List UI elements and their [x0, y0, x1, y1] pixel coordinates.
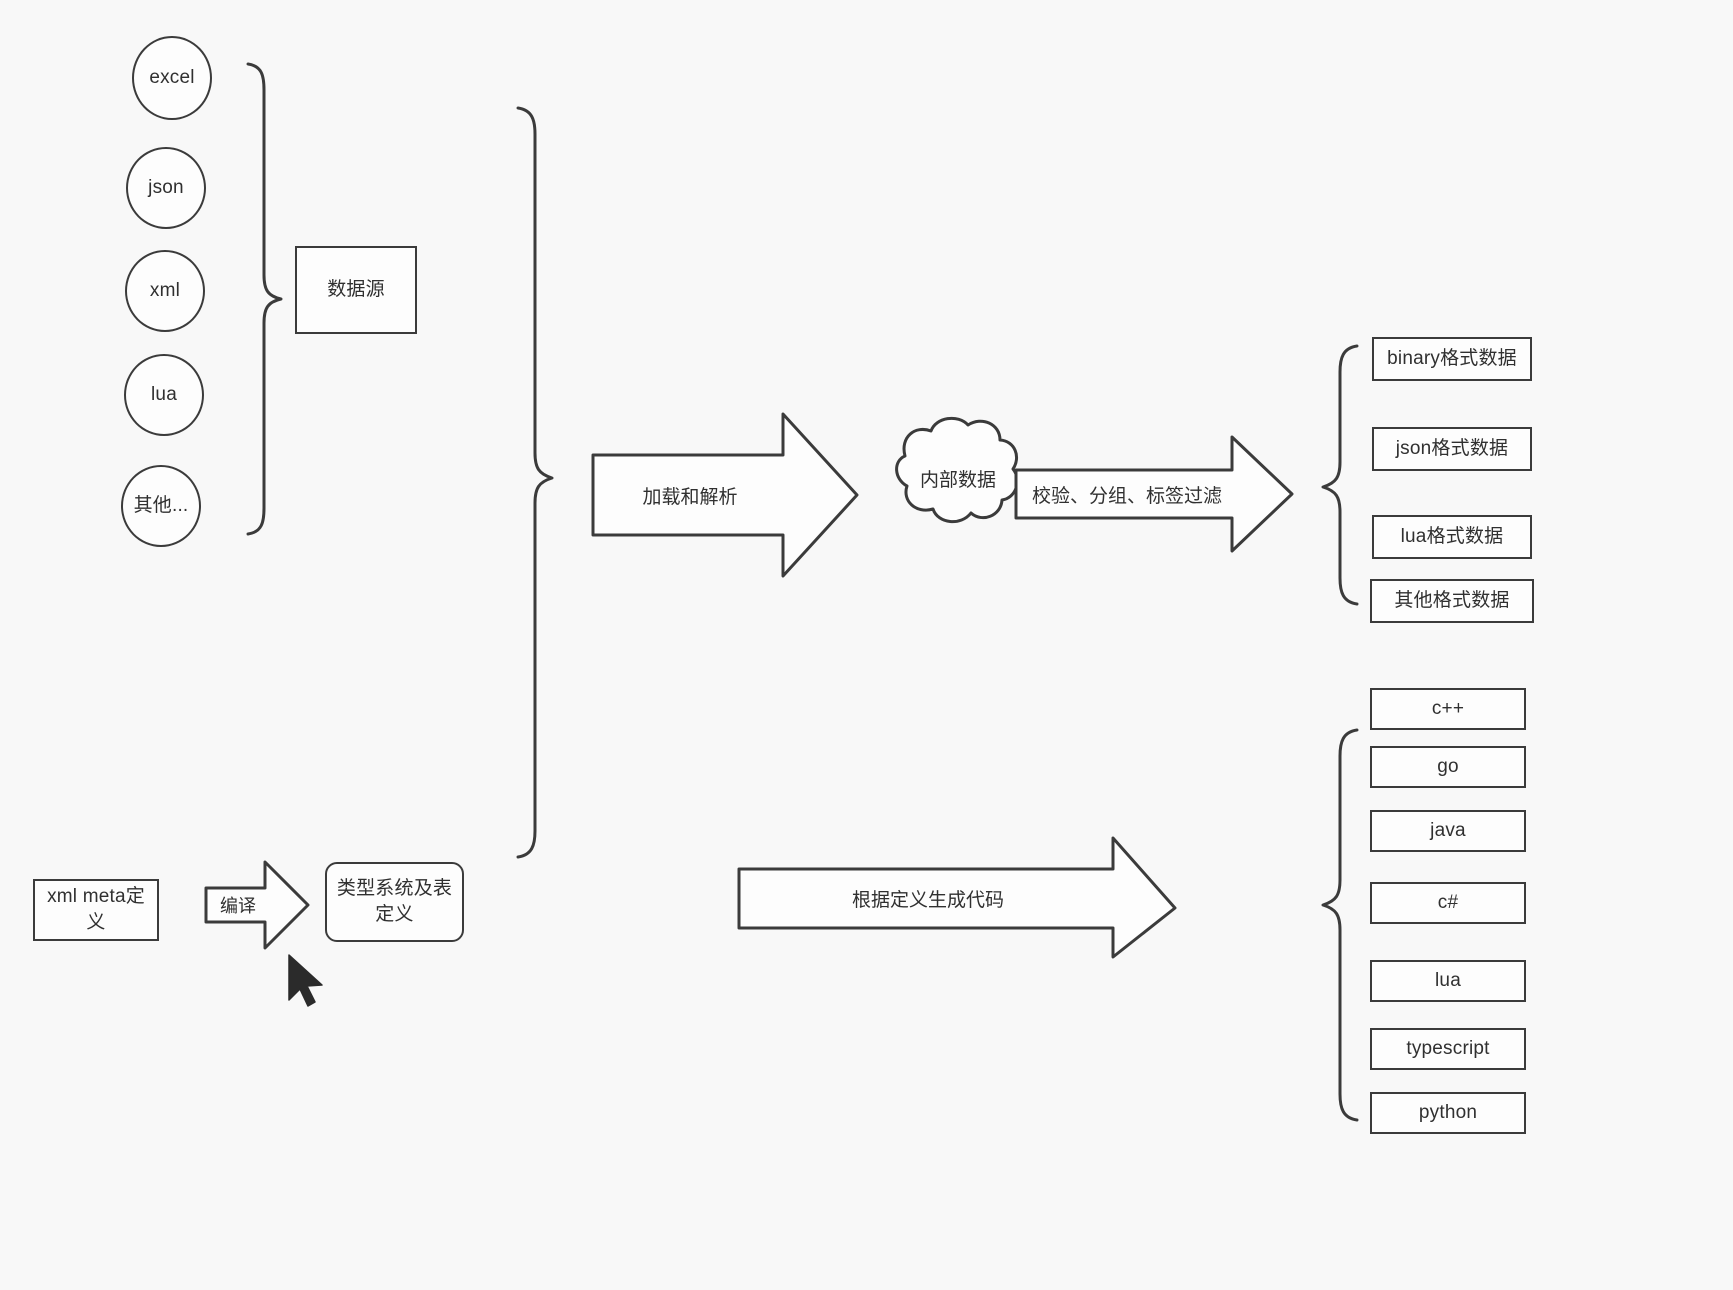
codegen-language-lua[interactable]: lua — [1370, 960, 1526, 1002]
data-source-other[interactable]: 其他... — [121, 465, 201, 547]
output-format-label: binary格式数据 — [1387, 348, 1517, 370]
arrow-text: 编译 — [220, 896, 256, 916]
codegen-language-java[interactable]: java — [1370, 810, 1526, 852]
codegen-language-label: typescript — [1406, 1038, 1490, 1060]
data-source-label: lua — [151, 384, 177, 406]
data-source-lua[interactable]: lua — [124, 354, 204, 436]
codegen-language-csharp[interactable]: c# — [1370, 882, 1526, 924]
arrow-text: 校验、分组、标签过滤 — [1031, 485, 1222, 507]
codegen-language-label: java — [1430, 820, 1466, 842]
codegen-language-label: lua — [1435, 970, 1461, 992]
cloud-internal-data — [895, 416, 1019, 523]
xml-meta-definition-box[interactable]: xml meta定义 — [33, 879, 159, 941]
load-parse-arrow-label: 加载和解析 — [600, 470, 780, 520]
generate-code-arrow-label: 根据定义生成代码 — [745, 872, 1111, 924]
output-format-binary[interactable]: binary格式数据 — [1372, 337, 1532, 381]
codegen-language-label: c++ — [1431, 698, 1465, 720]
arrow-text: 根据定义生成代码 — [851, 889, 1004, 911]
data-source-label: xml — [149, 280, 181, 302]
brace-output-formats — [1321, 344, 1359, 606]
output-format-lua[interactable]: lua格式数据 — [1372, 515, 1532, 559]
type-system-box[interactable]: 类型系统及表定义 — [325, 862, 464, 942]
data-source-group-label: 数据源 — [327, 279, 385, 301]
data-source-xml[interactable]: xml — [125, 250, 205, 332]
output-format-label: lua格式数据 — [1400, 526, 1504, 548]
brace-inputs-to-pipeline — [516, 106, 554, 859]
codegen-language-python[interactable]: python — [1370, 1092, 1526, 1134]
codegen-language-label: python — [1418, 1102, 1478, 1124]
type-system-label: 类型系统及表定义 — [336, 878, 453, 925]
mouse-cursor-icon — [288, 954, 323, 1007]
output-format-json[interactable]: json格式数据 — [1372, 427, 1532, 471]
output-format-label: json格式数据 — [1395, 438, 1509, 460]
data-source-label: 其他... — [133, 495, 189, 517]
compile-arrow-label: 编译 — [209, 888, 267, 922]
validate-group-filter-arrow-label: 校验、分组、标签过滤 — [1022, 470, 1232, 518]
brace-data-sources — [246, 62, 283, 536]
data-source-excel[interactable]: excel — [132, 36, 212, 120]
block-arrow-compile — [204, 860, 310, 950]
brace-codegen-languages — [1321, 728, 1359, 1122]
cloud-text: 内部数据 — [919, 469, 996, 491]
data-source-json[interactable]: json — [126, 147, 206, 229]
block-arrow-validate-group-filter — [1014, 435, 1294, 553]
codegen-language-typescript[interactable]: typescript — [1370, 1028, 1526, 1070]
codegen-language-label: c# — [1437, 892, 1459, 914]
codegen-language-label: go — [1437, 756, 1459, 778]
output-format-label: 其他格式数据 — [1394, 590, 1510, 612]
block-arrow-load-parse — [591, 412, 859, 578]
arrow-text: 加载和解析 — [642, 486, 738, 508]
data-source-group-box[interactable]: 数据源 — [295, 246, 417, 334]
output-format-other[interactable]: 其他格式数据 — [1370, 579, 1534, 623]
data-source-label: excel — [149, 67, 195, 89]
block-arrow-generate-code — [737, 836, 1177, 959]
codegen-language-go[interactable]: go — [1370, 746, 1526, 788]
xml-meta-definition-label: xml meta定义 — [47, 886, 145, 933]
codegen-language-cpp[interactable]: c++ — [1370, 688, 1526, 730]
internal-data-label: 内部数据 — [893, 457, 1023, 499]
data-source-label: json — [148, 177, 184, 199]
